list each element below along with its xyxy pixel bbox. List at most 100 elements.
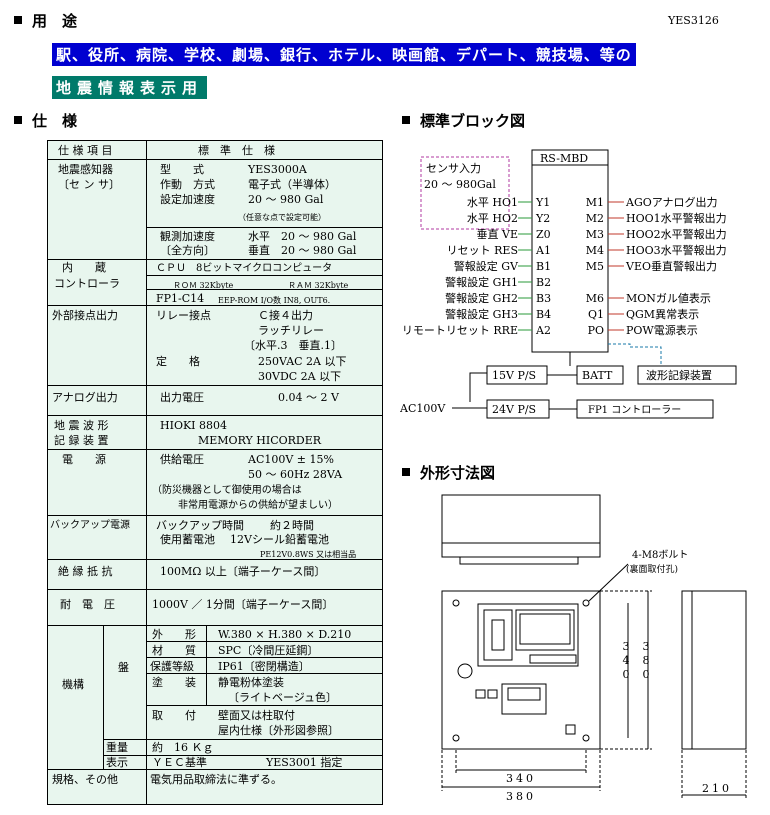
block-output-pin: PO: [588, 324, 604, 337]
width-outer-dim: 380: [506, 790, 536, 803]
spec-value: ＲＯＭ 32Kbyte: [173, 281, 234, 290]
block-output-pin: M1: [586, 196, 604, 209]
spec-value: 電子式（半導体）: [248, 178, 336, 191]
battery-box: [576, 365, 624, 385]
block-input-pin: Y1: [535, 196, 550, 209]
block-input-label: 水平 HO1: [467, 196, 518, 209]
section-dims-title: 外形寸法図: [402, 462, 495, 483]
spec-label: 機構: [62, 678, 84, 691]
block-output-label: QGM異常表示: [626, 307, 699, 321]
recorder-label: 波形記録装置: [646, 368, 712, 382]
spec-label: 盤: [118, 661, 129, 674]
block-output-label: POW電源表示: [626, 323, 698, 337]
block-input-label: 垂直 VE: [477, 227, 518, 241]
bullet-square-icon: [402, 115, 410, 124]
spec-key: バックアップ時間: [156, 519, 244, 532]
spec-value: 約 16 Ｋｇ: [152, 741, 214, 754]
spec-note: 非常用電源からの供給が望ましい）: [178, 500, 338, 511]
spec-label: 記 録 装 置: [54, 434, 109, 447]
block-input-label: リセット RES: [447, 244, 518, 257]
spec-key: 重量: [106, 741, 128, 754]
spec-key: 出力電圧: [160, 391, 204, 404]
spec-header-spec: 標 準 仕 様: [198, 144, 275, 157]
block-input-label: 警報設定 GH1: [445, 275, 518, 289]
spec-value: Ｃ接４出力: [258, 309, 313, 322]
block-input-pin: A1: [535, 244, 551, 257]
spec-label: 地震感知器: [58, 163, 113, 176]
spec-value: ＲＡＭ 32Kbyte: [288, 281, 349, 290]
block-input-pin: A2: [535, 324, 551, 337]
block-output-pin: Q1: [588, 308, 604, 321]
ps15-label: 15V P/S: [492, 369, 536, 382]
fp1-controller-label: FP1 コントローラー: [588, 404, 681, 416]
spec-value: IP61〔密閉構造〕: [218, 660, 310, 673]
recorder-box: [637, 365, 737, 385]
spec-header-item: 仕 様 項 目: [58, 144, 113, 157]
spec-label: 電 源: [62, 453, 106, 466]
block-input-pin: B4: [536, 308, 551, 321]
block-input-label: 警報設定 GV: [454, 259, 519, 273]
spec-value: 〔水平.3 垂直.1〕: [244, 339, 342, 352]
section-block-title: 標準ブロック図: [402, 110, 525, 131]
spec-value: 電気用品取締法に準ずる。: [150, 773, 282, 786]
bolt-label: 4-M8ボルト: [632, 549, 688, 561]
block-output-pin: M3: [586, 228, 604, 241]
bolt-note: (裏面取付孔): [626, 563, 678, 575]
spec-value: 12Vシール鉛蓄電池: [230, 533, 329, 546]
block-output-label: HOO2水平警報出力: [626, 227, 727, 241]
bullet-square-icon: [14, 115, 22, 124]
spec-key: 観測加速度: [160, 230, 215, 243]
bullet-square-icon: [402, 467, 410, 476]
spec-value: 水平 20 ～ 980 Gal: [248, 230, 357, 243]
fp1-controller-box: [576, 399, 714, 419]
ac-label: AC100V: [400, 402, 446, 415]
spec-key: 〔全方向〕: [160, 244, 215, 257]
spec-key: 定 格: [156, 355, 200, 368]
block-output-pin: M6: [586, 292, 604, 305]
block-output-label: HOO3水平警報出力: [626, 243, 727, 257]
spec-value: 0.04 ～ 2 V: [278, 391, 339, 404]
section-usage-title: 用 途: [14, 10, 77, 31]
spec-value: 250VAC 2A 以下: [258, 355, 347, 368]
block-output-label: VEO垂直警報出力: [625, 259, 717, 273]
spec-key: 塗 装: [152, 676, 196, 689]
usage-banner-line2: 地震情報表示用: [52, 76, 208, 99]
block-input-pin: Z0: [536, 228, 551, 241]
spec-value: 垂直 20 ～ 980 Gal: [248, 244, 357, 257]
block-output-label: AGOアナログ出力: [625, 195, 718, 209]
bullet-square-icon: [14, 15, 22, 24]
block-input-pin: B3: [536, 292, 551, 305]
spec-note: （防災機器として御使用の場合は: [152, 485, 302, 496]
spec-value: ラッチリレー: [258, 324, 324, 337]
spec-key: 外 形: [152, 628, 196, 641]
block-output-pin: M4: [586, 244, 604, 257]
svg-text:380: 380: [643, 640, 650, 681]
spec-note: PE12V0.8WS 又は相当品: [260, 550, 357, 559]
svg-text:340: 340: [623, 640, 630, 681]
depth-dim: 210: [702, 782, 732, 795]
battery-label: BATT: [582, 369, 613, 382]
spec-note: EEP-ROM I/O数 IN8, OUT6.: [218, 296, 331, 305]
spec-label: 規格、その他: [52, 773, 118, 786]
spec-label: アナログ出力: [52, 391, 118, 404]
spec-value: 壁面又は柱取付: [218, 709, 295, 722]
front-view: [441, 590, 601, 750]
spec-value: SPC〔冷間圧延鋼〕: [218, 644, 319, 657]
spec-value: YES3000A: [248, 163, 307, 176]
spec-value: 屋内仕様〔外形図参照〕: [218, 724, 339, 737]
ps24-label: 24V P/S: [492, 403, 536, 416]
spec-value: FP1-C14: [156, 292, 205, 305]
document-code: YES3126: [668, 14, 719, 27]
spec-value: MEMORY HICORDER: [198, 434, 322, 447]
usage-banner-line1: 駅、役所、病院、学校、劇場、銀行、ホテル、映画館、デパート、競技場、等の: [52, 43, 636, 66]
spec-label: 外部接点出力: [52, 309, 118, 322]
sensor-input-title: センサ入力: [426, 162, 481, 175]
sensor-input-range: 20 ～ 980Gal: [424, 178, 496, 191]
spec-key: 作動 方式: [160, 178, 215, 191]
spec-value: AC100V ± 15%: [248, 453, 334, 466]
spec-value: 約２時間: [270, 519, 314, 532]
top-view: [441, 494, 601, 558]
